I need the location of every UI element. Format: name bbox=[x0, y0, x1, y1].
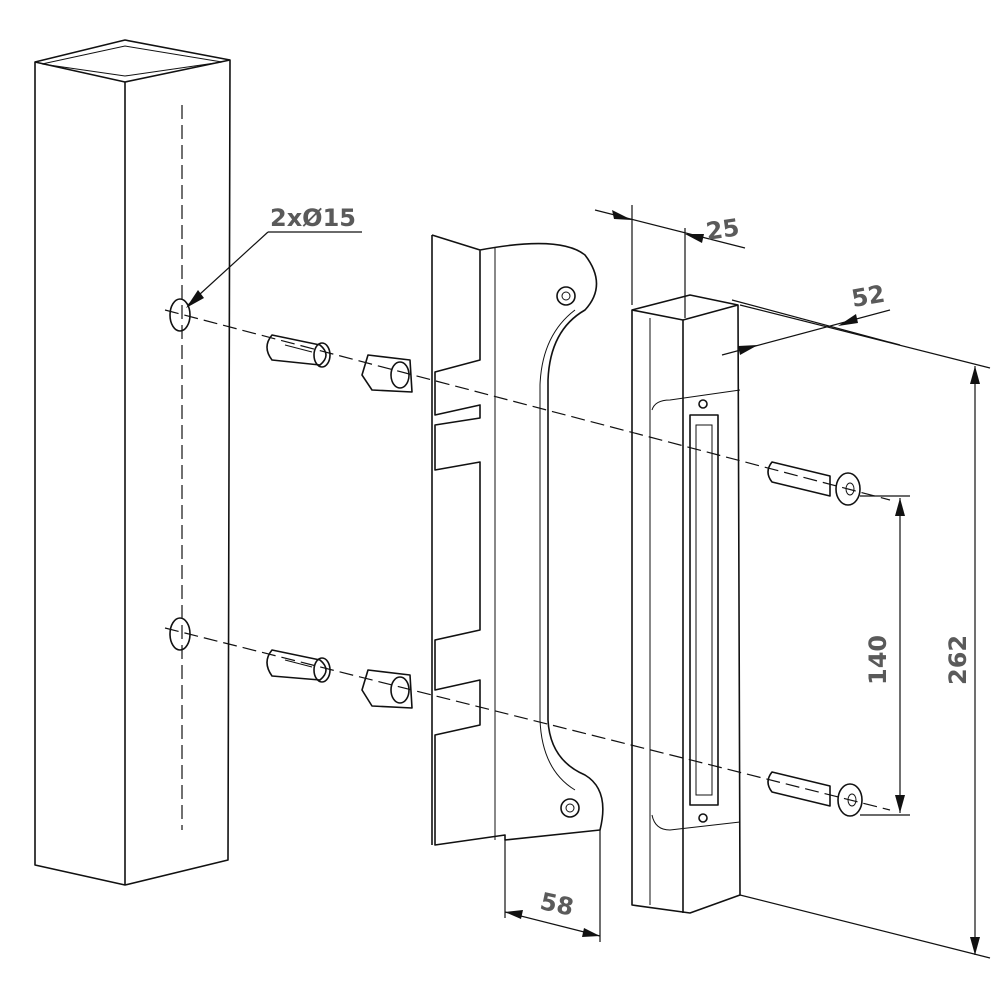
hole-diameter-label: 2xØ15 bbox=[270, 204, 356, 232]
dimension-25-label: 25 bbox=[704, 213, 741, 245]
dimension-52-label: 52 bbox=[849, 280, 887, 313]
square-post bbox=[34, 39, 231, 886]
dimension-262 bbox=[739, 304, 991, 959]
square-nut-top bbox=[361, 354, 413, 393]
dimension-52 bbox=[721, 299, 901, 356]
dimension-140-label: 140 bbox=[864, 635, 892, 685]
dimension-58-label: 58 bbox=[538, 887, 576, 921]
dimension-140 bbox=[860, 495, 910, 816]
dimension-262-label: 262 bbox=[944, 635, 972, 685]
screw-top bbox=[767, 461, 861, 506]
expansion-sleeve-bottom bbox=[266, 649, 331, 683]
expansion-sleeve-top bbox=[266, 334, 331, 368]
lock-keeper bbox=[631, 294, 741, 914]
mounting-bracket bbox=[431, 234, 604, 846]
axis-line-bottom bbox=[164, 627, 891, 811]
axis-line-top bbox=[164, 309, 891, 501]
screw-bottom bbox=[767, 771, 863, 817]
hole-callout bbox=[186, 231, 362, 308]
dimension-58 bbox=[504, 830, 601, 942]
dimension-25 bbox=[594, 205, 746, 318]
square-nut-bottom bbox=[361, 669, 413, 709]
